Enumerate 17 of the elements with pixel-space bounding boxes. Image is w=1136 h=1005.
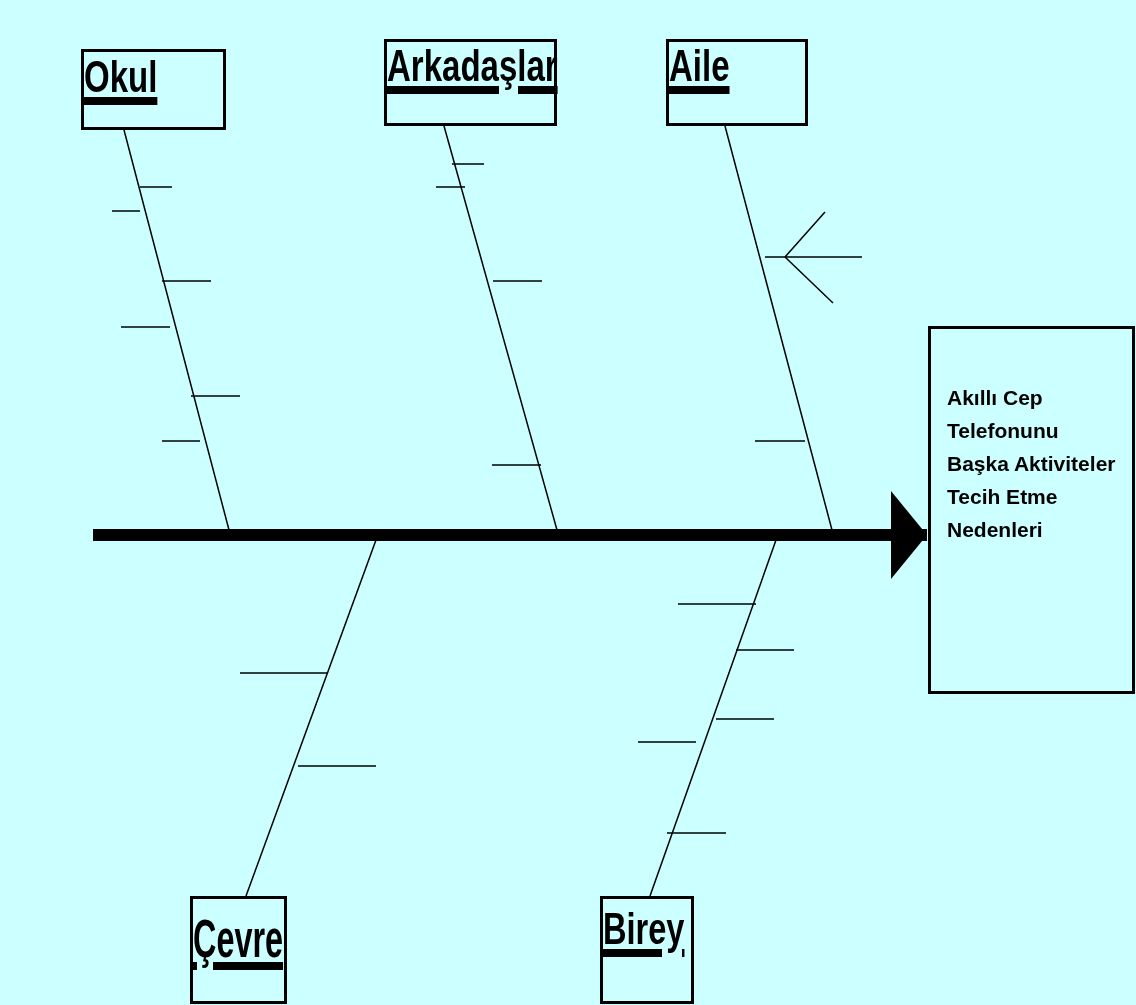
category-box (81, 49, 226, 130)
category-label: Okul (84, 55, 158, 99)
category-box (600, 896, 694, 1004)
bone-line (649, 539, 777, 897)
category-box (384, 39, 557, 126)
effect-label: Akıllı Cep Telefonunu Başka Aktiviteler Tecih Etme Nedenleri (947, 385, 1117, 543)
category-box (666, 39, 808, 126)
effect-box (928, 326, 1135, 694)
bone-line (724, 125, 833, 531)
category-label: Birey (603, 907, 685, 951)
category-box (190, 896, 287, 1004)
bone-line (443, 125, 558, 531)
bone-line (123, 129, 230, 531)
category-label: Aile (669, 44, 730, 88)
spine-arrow (93, 491, 927, 579)
category-label: Arkadaşlar (387, 44, 558, 88)
bone-line (245, 539, 377, 897)
